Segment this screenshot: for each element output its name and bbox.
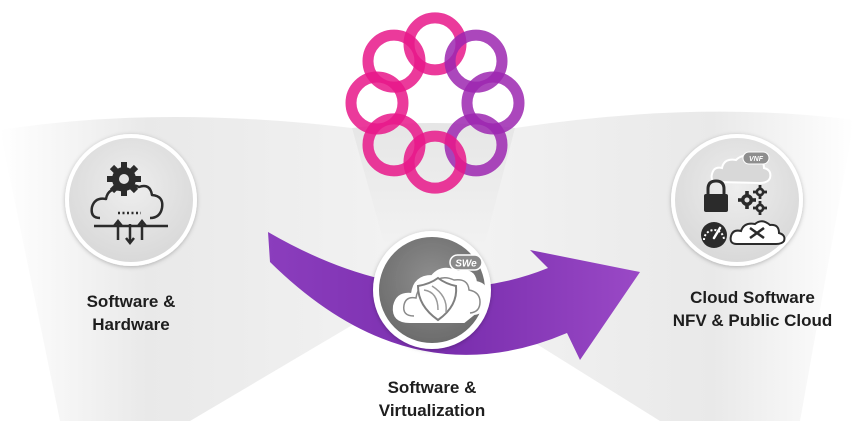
cloud-shield-swe-icon: SWe (392, 254, 490, 323)
right-label: Cloud Software NFV & Public Cloud (655, 286, 850, 332)
vnf-badge-text: VNF (749, 156, 764, 163)
swe-badge-text: SWe (455, 259, 477, 270)
cloud-vnf-icon: VNF (710, 151, 772, 185)
left-label-line1: Software & (86, 292, 176, 311)
cloud-gear-io-icon (90, 162, 168, 246)
logo-loop (362, 29, 426, 93)
center-label-line2: Virtualization (378, 401, 486, 420)
right-label-line2: NFV & Public Cloud (672, 311, 833, 330)
shield-icon (416, 276, 458, 322)
right-fan (450, 111, 854, 421)
woven-ring-logo (345, 12, 525, 194)
gears-icon (738, 185, 767, 215)
left-label: Software & Hardware (56, 290, 206, 336)
right-icons-group: VNF (701, 151, 786, 248)
center-label: Software & Virtualization (352, 376, 512, 422)
lock-icon (704, 179, 728, 212)
cloud-tools-icon (729, 220, 786, 245)
right-label-line1: Cloud Software (690, 288, 815, 307)
left-label-line2: Hardware (92, 315, 170, 334)
center-label-line1: Software & (387, 378, 477, 397)
gauge-icon (701, 222, 727, 248)
left-icon-circle (65, 134, 197, 266)
